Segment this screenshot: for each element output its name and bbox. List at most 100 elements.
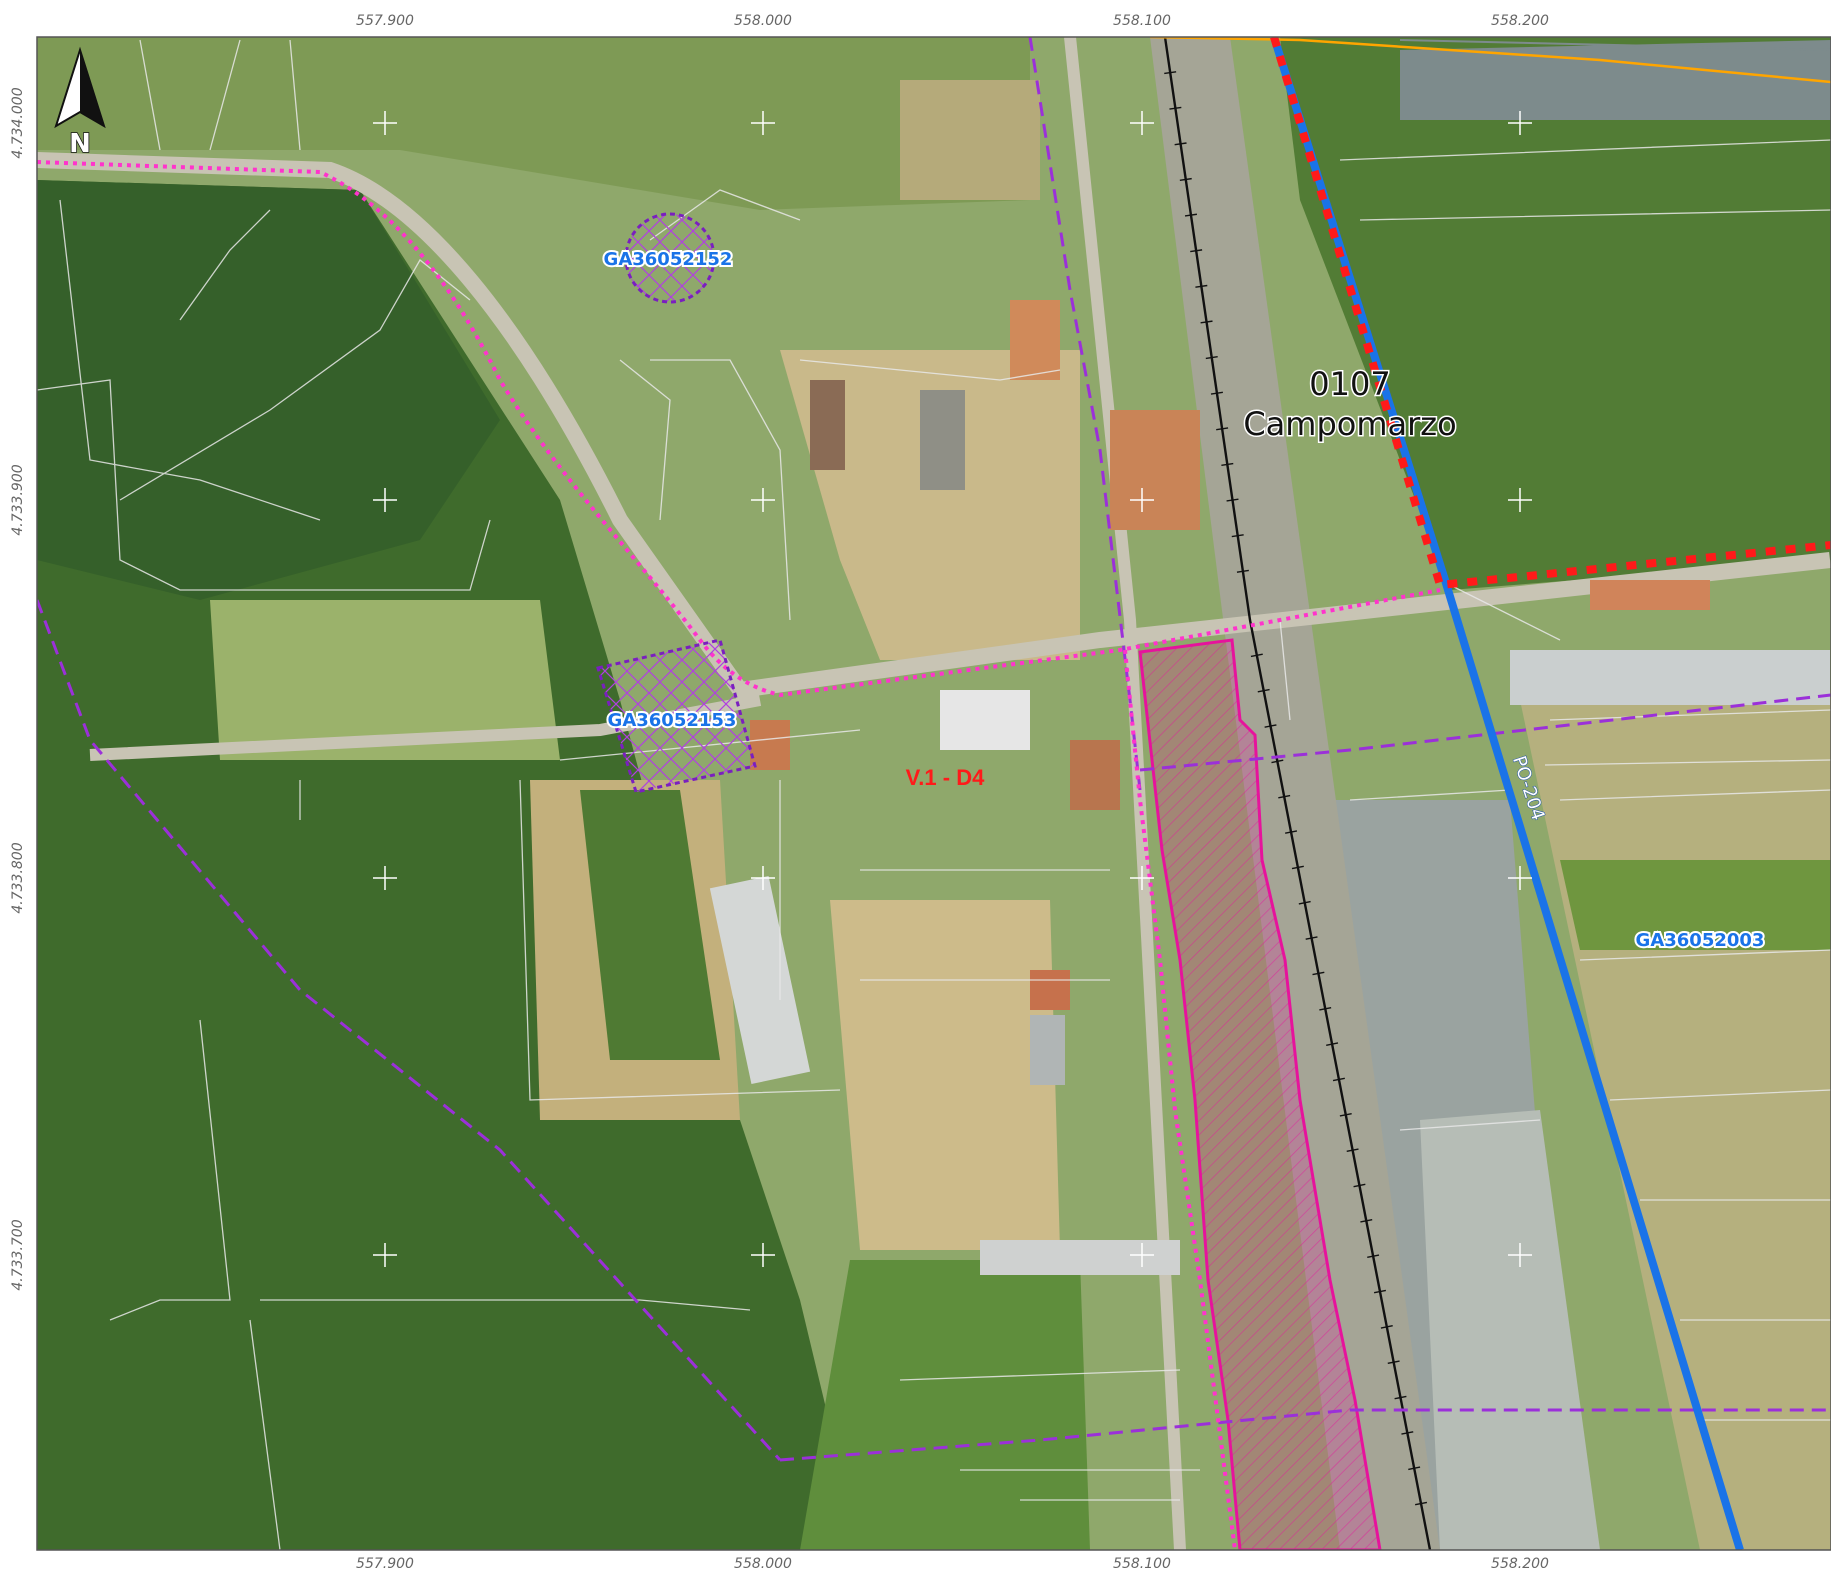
field-green-south <box>800 1260 1090 1550</box>
railway-tie <box>1169 106 1182 110</box>
railway-tie <box>1221 462 1234 467</box>
building <box>1010 300 1060 380</box>
road-main <box>37 152 1831 699</box>
railway-tie <box>1380 1325 1393 1329</box>
y-tick-2: 4.733.900 <box>10 464 26 535</box>
railway-tie <box>1291 865 1304 870</box>
y-tick-1: 4.734.000 <box>10 87 26 158</box>
field-bare <box>780 350 1080 660</box>
railway-tie <box>1408 1466 1421 1471</box>
x-tick-top-1: 557.900 <box>356 13 414 29</box>
building-long <box>980 1240 1180 1275</box>
field-east-green <box>1560 860 1831 950</box>
railway-tie <box>1353 1183 1366 1188</box>
orange-line <box>1149 37 1831 84</box>
railway-tie <box>1174 142 1187 146</box>
y-tick-3: 4.733.800 <box>10 842 26 913</box>
railway-tie <box>1332 1077 1345 1082</box>
clearing <box>210 600 560 760</box>
map-frame <box>36 36 1831 1551</box>
building <box>810 380 845 470</box>
building <box>1030 1015 1065 1085</box>
building <box>1070 740 1120 810</box>
north-arrow-icon: N <box>54 46 106 160</box>
north-letter: N <box>69 129 91 159</box>
dotted-boundaries <box>37 160 1441 1550</box>
building <box>920 390 965 490</box>
railway-line <box>1163 37 1432 1550</box>
railway-tie <box>1226 498 1239 502</box>
place-code: 0107 <box>1309 365 1390 403</box>
x-tick-top-2: 558.000 <box>734 13 792 29</box>
site-marker-ga36052152[interactable] <box>624 212 716 304</box>
building-long <box>709 875 811 1085</box>
building <box>1110 410 1200 530</box>
building-long <box>1510 650 1830 705</box>
building <box>1590 580 1710 610</box>
place-name: Campomarzo <box>1243 405 1456 443</box>
gravel-light <box>1420 1110 1600 1550</box>
motorway-area <box>1400 40 1831 120</box>
railway-tie <box>1236 569 1249 573</box>
x-tick-bottom-2: 558.000 <box>734 1556 792 1572</box>
railway-tie <box>1164 71 1177 75</box>
railway-tie <box>1339 1112 1352 1117</box>
railway-tie <box>1216 427 1229 431</box>
y-tick-4: 4.733.700 <box>10 1219 26 1290</box>
railway-tie <box>1179 177 1192 182</box>
railway-tie <box>1319 1006 1332 1011</box>
railway-tie <box>1394 1395 1407 1400</box>
x-tick-top-3: 558.100 <box>1113 13 1171 29</box>
railway-tie <box>1346 1148 1359 1152</box>
x-tick-bottom-4: 558.200 <box>1491 1556 1549 1572</box>
forest-east <box>1280 37 1831 590</box>
railway-tie <box>1367 1254 1380 1259</box>
zone-label: V.1 - D4 <box>906 765 985 790</box>
site-label-ga36052152: GA36052152 <box>604 249 733 270</box>
map-image <box>37 37 1831 1550</box>
grid-crosses <box>373 111 1532 1267</box>
project-parcel-hatch <box>1140 640 1380 1550</box>
railway-tie <box>1278 794 1291 799</box>
railway-tie <box>1414 1501 1428 1506</box>
railway-tie <box>1305 936 1318 940</box>
railway-tie <box>1312 971 1325 976</box>
railway-tie <box>1257 688 1270 693</box>
meadow-north <box>37 37 1030 210</box>
railway-tie <box>1401 1431 1414 1435</box>
dashed-boundaries <box>37 37 1831 1462</box>
railway-tie <box>1184 213 1198 217</box>
field-dry <box>830 900 1060 1250</box>
railway-tie <box>1190 249 1203 253</box>
railway-tie <box>1200 320 1213 324</box>
railway-tie <box>1205 356 1218 360</box>
railway-tie <box>1326 1042 1339 1046</box>
site-label-ga36052153: GA36052153 <box>608 710 737 731</box>
railway-tie <box>1298 900 1311 905</box>
railway-tie <box>1210 391 1223 395</box>
field-plot <box>900 80 1040 200</box>
railway-tie <box>1231 534 1244 538</box>
building <box>940 690 1030 750</box>
x-tick-top-4: 558.200 <box>1491 13 1549 29</box>
site-marker-ga36052153[interactable] <box>596 638 757 794</box>
building <box>1030 970 1070 1010</box>
railway-tie <box>1285 830 1298 834</box>
building <box>750 720 790 770</box>
railway-tie <box>1373 1289 1386 1294</box>
railway-tie <box>1264 724 1277 728</box>
railway-tie <box>1195 284 1208 288</box>
railway-ties <box>1164 71 1428 1506</box>
cadastral-lines <box>37 39 1831 1550</box>
railway-tie <box>1271 759 1284 764</box>
x-tick-bottom-3: 558.100 <box>1113 1556 1171 1572</box>
railway-tie <box>1360 1219 1373 1223</box>
motorway-edge <box>1399 39 1831 51</box>
railway-tie <box>1250 653 1263 658</box>
site-label-ga36052003: GA36052003 <box>1636 930 1765 951</box>
railway-tie <box>1387 1360 1400 1365</box>
railway-corridor <box>1150 37 1440 1550</box>
field-green-strip <box>580 790 720 1060</box>
